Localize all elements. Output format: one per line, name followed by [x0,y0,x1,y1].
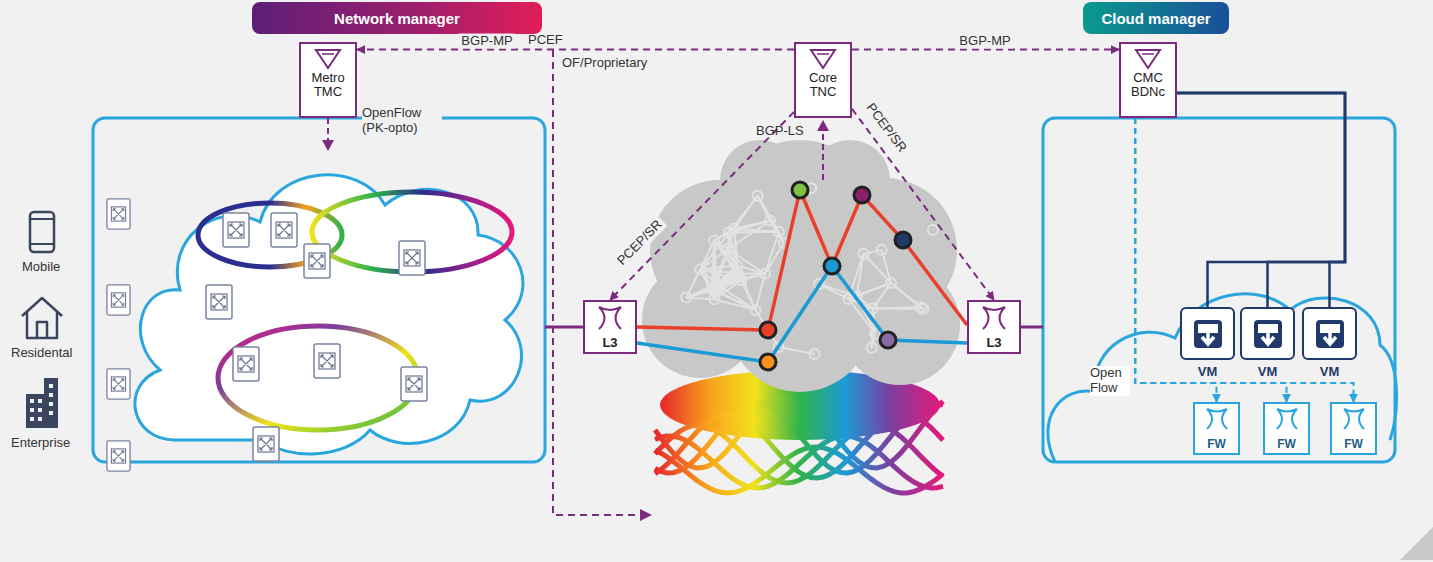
connector [852,49,1119,51]
fw-box: FW [1193,402,1240,455]
banner-box: Cloud manager [1083,2,1229,34]
connector-label: BGP-MP [956,34,1013,49]
banner-title: Network manager [324,10,470,27]
node-label: FW [1207,438,1226,450]
node-label: CMC BDNc [1123,71,1173,100]
node-label: FW [1344,438,1363,450]
connector [610,112,794,300]
annotation-label: BGP-LS [756,124,804,139]
node-label: Metro TMC [303,71,353,100]
annotation-label: Mobile [22,260,60,275]
node-label: VM [1198,364,1218,379]
node-label: FW [1277,438,1296,450]
connector [357,49,794,51]
fw-box: FW [1330,402,1377,455]
fw-box: FW [1263,402,1310,455]
node-label: L3 [986,336,1001,349]
l3-box: L3 [583,300,637,354]
annotation-label: OpenFlow (PK-opto) [362,106,442,136]
ctrl-box: Core TNC [794,42,852,118]
l3-box: L3 [967,300,1021,354]
node-label: L3 [602,336,617,349]
annotation-label: Enterprise [11,436,70,451]
node-label: Core TNC [798,71,848,100]
node-label: VM [1258,364,1278,379]
vm-frame [1180,307,1235,360]
connector [1177,93,1345,307]
annotation-label: OF/Proprietary [562,56,647,71]
banner-title: Cloud manager [1091,10,1220,27]
ctrl-box: CMC BDNc [1119,42,1177,118]
vm-frame [1240,307,1295,360]
annotation-label: Open Flow [1090,366,1130,396]
vm-frame [1302,307,1357,360]
vm-box: VM [1240,307,1295,379]
connector [1177,93,1345,307]
connector [852,109,994,300]
connector-label: BGP-MP [458,34,515,49]
banner-box: Network manager [252,2,542,34]
node-label: VM [1320,364,1340,379]
ctrl-box: Metro TMC [299,42,357,118]
connector [1177,93,1345,307]
annotation-label: PCEF [528,33,563,48]
annotation-label: Residental [11,346,72,361]
vm-box: VM [1302,307,1357,379]
vm-box: VM [1180,307,1235,379]
